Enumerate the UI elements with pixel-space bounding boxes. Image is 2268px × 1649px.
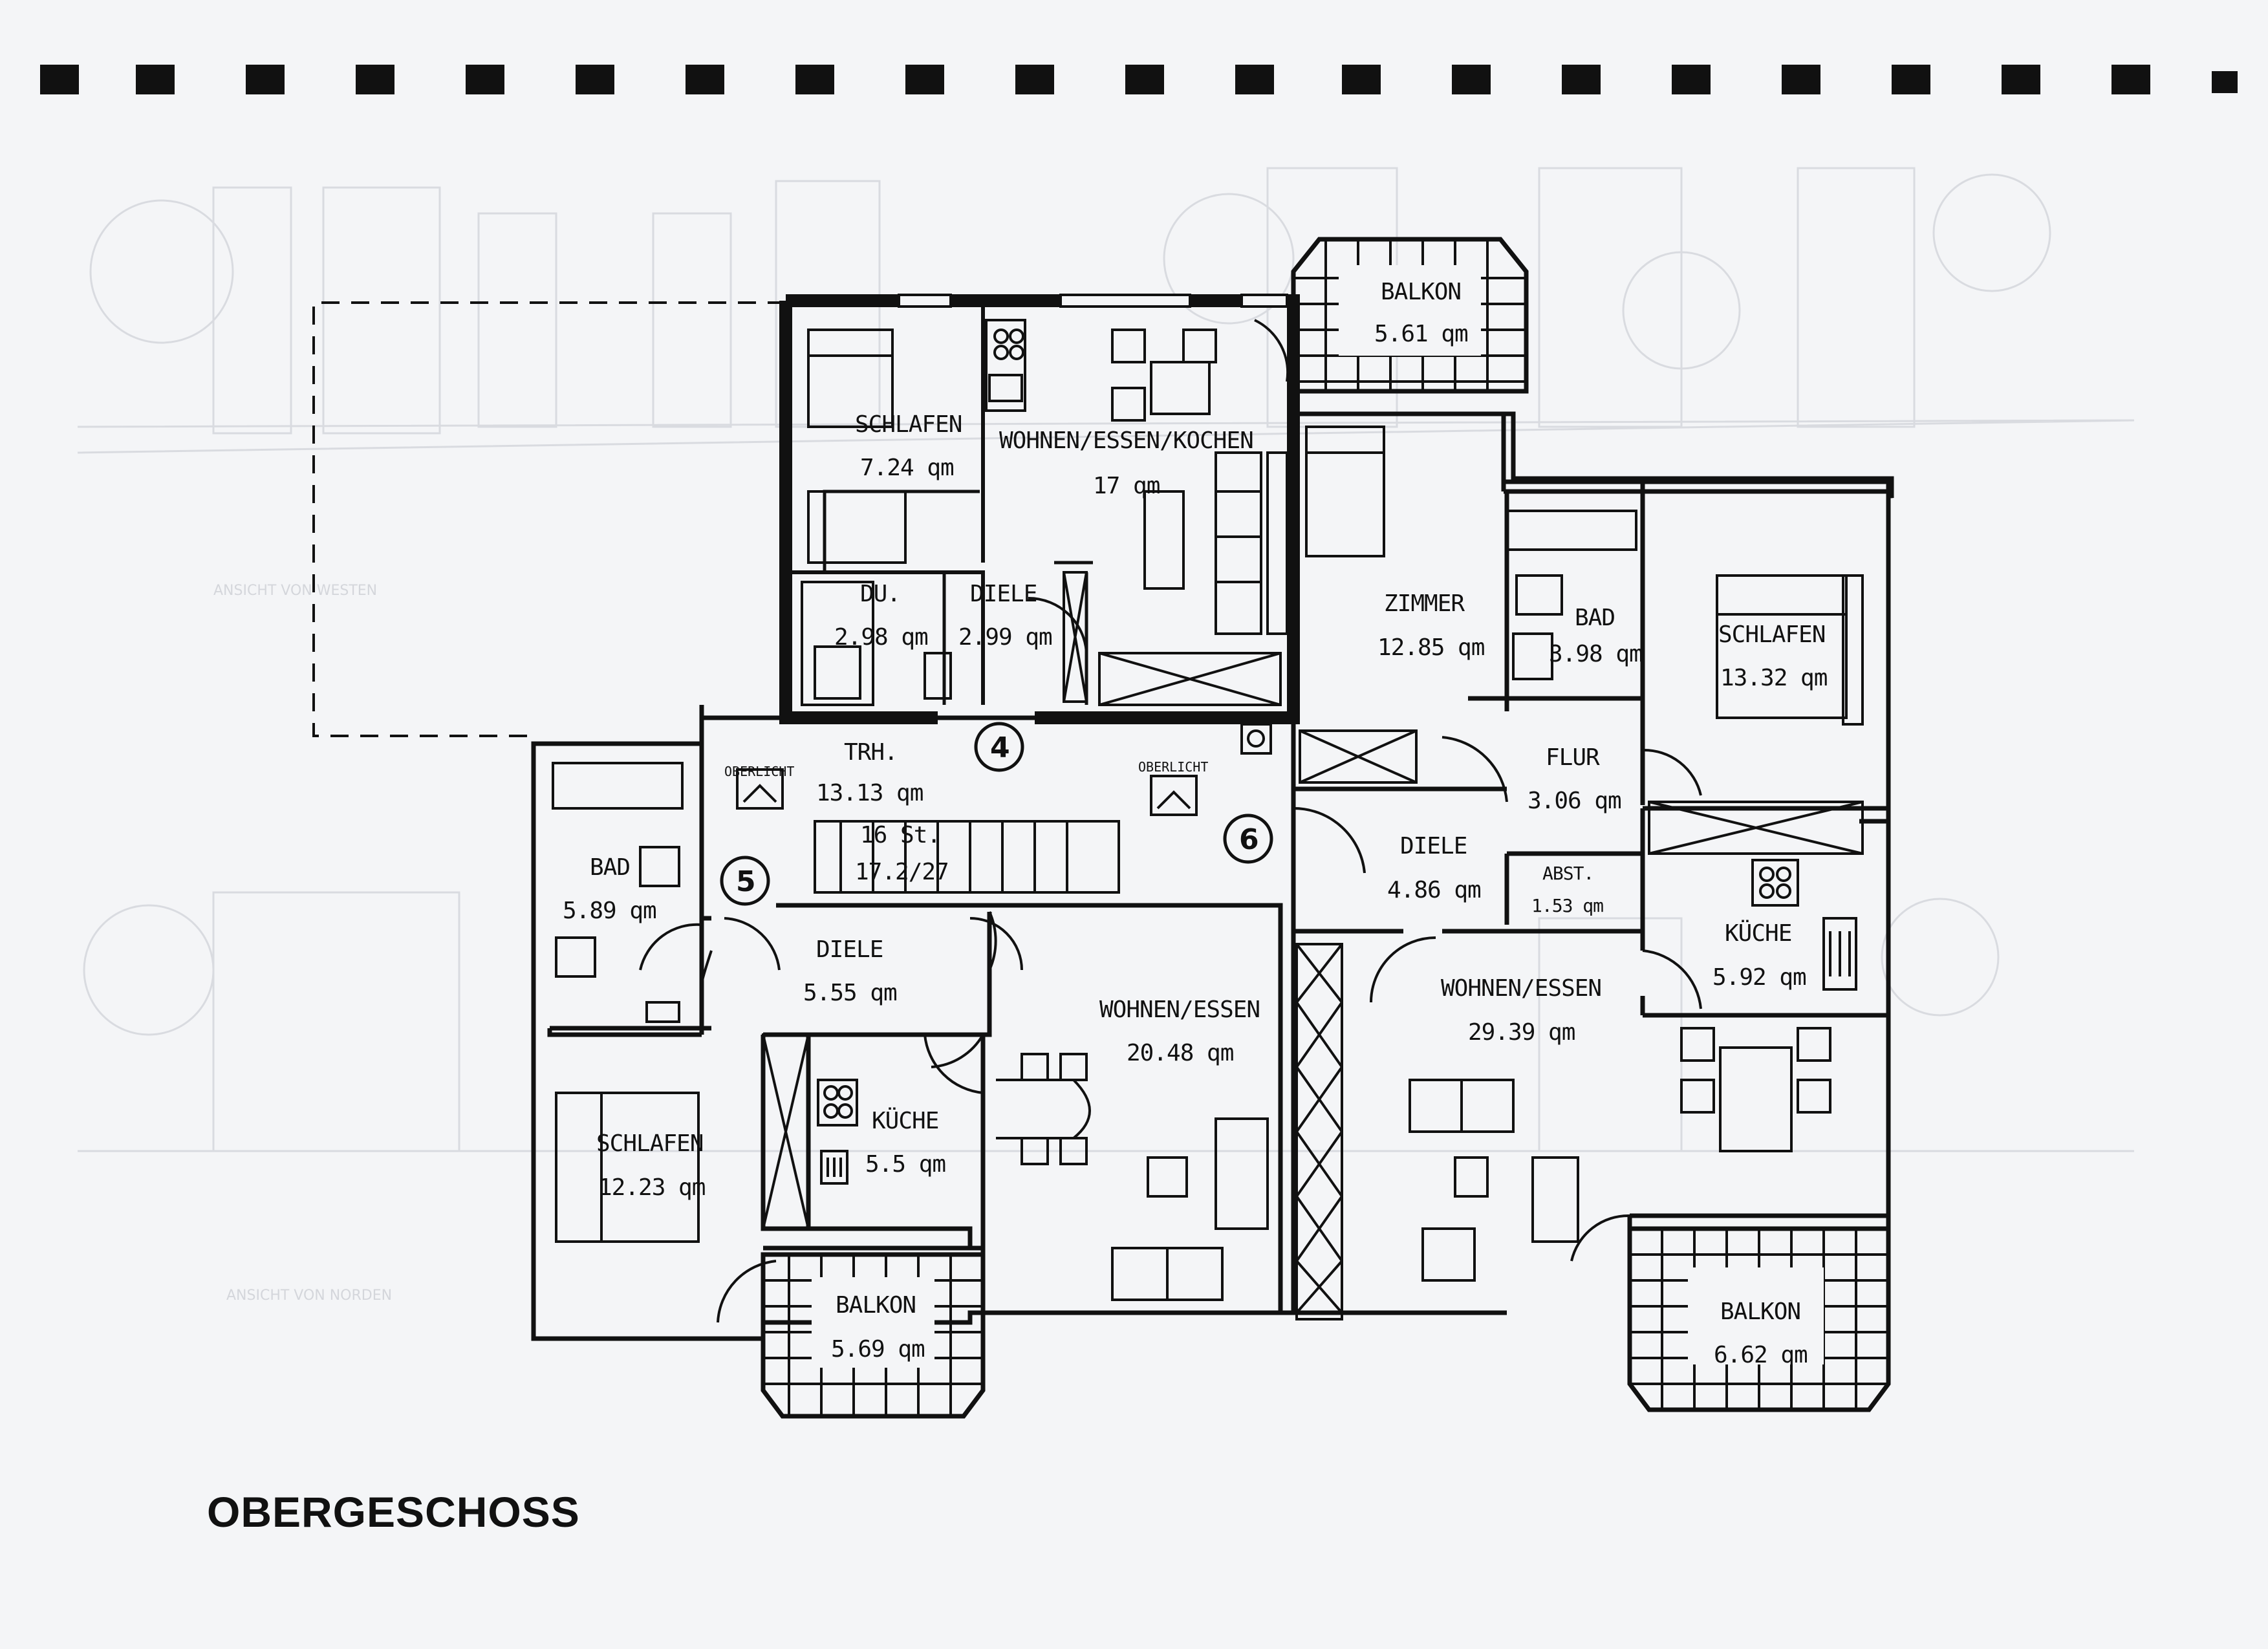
room-name-flur: FLUR	[1546, 744, 1600, 771]
room-area-kueche-c: 5.92 qm	[1712, 964, 1806, 991]
room-name-diele-b: DIELE	[816, 936, 883, 963]
right-unit-furniture	[1295, 426, 1864, 1320]
room-name-zimmer: ZIMMER	[1384, 590, 1465, 617]
room-name-trh: TRH.	[844, 739, 898, 766]
room-area-schlafen-right: 13.32 qm	[1720, 665, 1827, 691]
room-area-balkon-c: 6.62 qm	[1714, 1342, 1808, 1368]
ghost-label-west: ANSICHT VON WESTEN	[213, 583, 377, 599]
room-area-kueche-b: 5.5 qm	[865, 1151, 945, 1178]
room-name-schlafen-a: SCHLAFEN	[855, 411, 962, 438]
unit-number-4: 4	[990, 731, 1010, 764]
room-name-kueche-c: KÜCHE	[1725, 920, 1791, 947]
room-area-balkon-top: 5.61 qm	[1374, 321, 1468, 347]
room-area-diele-a: 2.99 qm	[958, 624, 1052, 651]
ghost-elevation-west	[77, 167, 2135, 454]
skylight-label-left: OBERLICHT	[724, 764, 794, 779]
room-name-wohnen-b: WOHNEN/ESSEN	[1099, 997, 1260, 1023]
room-name-abst: ABST.	[1542, 863, 1593, 884]
room-name-schlafen-left: SCHLAFEN	[596, 1130, 703, 1157]
balkon-left-grid	[761, 1252, 986, 1419]
door-swings	[639, 319, 1702, 1323]
room-area-du-a: 2.98 qm	[834, 624, 928, 651]
room-area-balkon-b: 5.69 qm	[831, 1336, 925, 1363]
right-block-walls	[1511, 414, 1894, 1229]
unit-a-windows	[898, 294, 1288, 308]
binder-punch-marks	[40, 65, 2238, 94]
left-block-furniture	[552, 723, 1272, 1301]
room-name-wohnen-a: WOHNEN/ESSEN/KOCHEN	[999, 427, 1253, 454]
room-name-diele-c: DIELE	[1400, 833, 1467, 859]
room-area-bad-left: 5.89 qm	[563, 898, 656, 924]
room-area-diele-c: 4.86 qm	[1387, 877, 1481, 903]
room-name-balkon-b: BALKON	[836, 1292, 916, 1319]
unit-marker-5	[720, 856, 770, 906]
room-name-bad-right: BAD	[1575, 605, 1615, 631]
stair-steps: 16 St.	[860, 822, 940, 848]
unit-number-5: 5	[736, 865, 756, 898]
room-name-du-a: DU.	[860, 581, 900, 607]
skylight-label-right: OBERLICHT	[1138, 759, 1208, 775]
unit-number-6: 6	[1239, 823, 1259, 856]
room-name-diele-a: DIELE	[970, 581, 1037, 607]
unit-a-furniture	[801, 319, 1288, 706]
room-labels: BALKON 5.61 qm SCHLAFEN 7.24 qm WOHNEN/E…	[563, 279, 1828, 1368]
unit-number-markers	[720, 722, 1273, 906]
room-area-wohnen-b: 20.48 qm	[1127, 1040, 1233, 1066]
room-area-wohnen-a: 17 qm	[1093, 473, 1160, 499]
dashed-extension-outline	[312, 301, 786, 737]
room-area-zimmer: 12.85 qm	[1377, 634, 1484, 661]
room-name-kueche-b: KÜCHE	[872, 1107, 938, 1134]
balkon-top-grid	[1291, 237, 1529, 394]
room-area-bad-right: 3.98 qm	[1549, 641, 1643, 667]
ghost-label-north: ANSICHT VON NORDEN	[226, 1288, 392, 1304]
unit-marker-4	[974, 722, 1024, 772]
room-name-balkon-top: BALKON	[1381, 279, 1461, 305]
unit-a-walls	[779, 294, 1300, 724]
balkon-right-grid	[1627, 1226, 1891, 1412]
room-area-schlafen-left: 12.23 qm	[598, 1174, 705, 1201]
room-name-wohnen-c: WOHNEN/ESSEN	[1441, 975, 1601, 1002]
room-area-trh: 13.13 qm	[816, 780, 923, 806]
room-area-schlafen-a: 7.24 qm	[860, 455, 954, 481]
stair-ratio: 17.2/27	[855, 859, 949, 885]
room-area-flur: 3.06 qm	[1528, 788, 1621, 814]
room-area-wohnen-c: 29.39 qm	[1468, 1019, 1575, 1046]
floor-title: OBERGESCHOSS	[207, 1488, 580, 1536]
room-name-balkon-c: BALKON	[1720, 1299, 1800, 1325]
unit-marker-6	[1223, 814, 1273, 864]
room-name-schlafen-right: SCHLAFEN	[1718, 621, 1825, 648]
room-name-bad-left: BAD	[590, 854, 630, 881]
room-area-diele-b: 5.55 qm	[803, 980, 897, 1006]
room-area-abst: 1.53 qm	[1531, 895, 1603, 916]
